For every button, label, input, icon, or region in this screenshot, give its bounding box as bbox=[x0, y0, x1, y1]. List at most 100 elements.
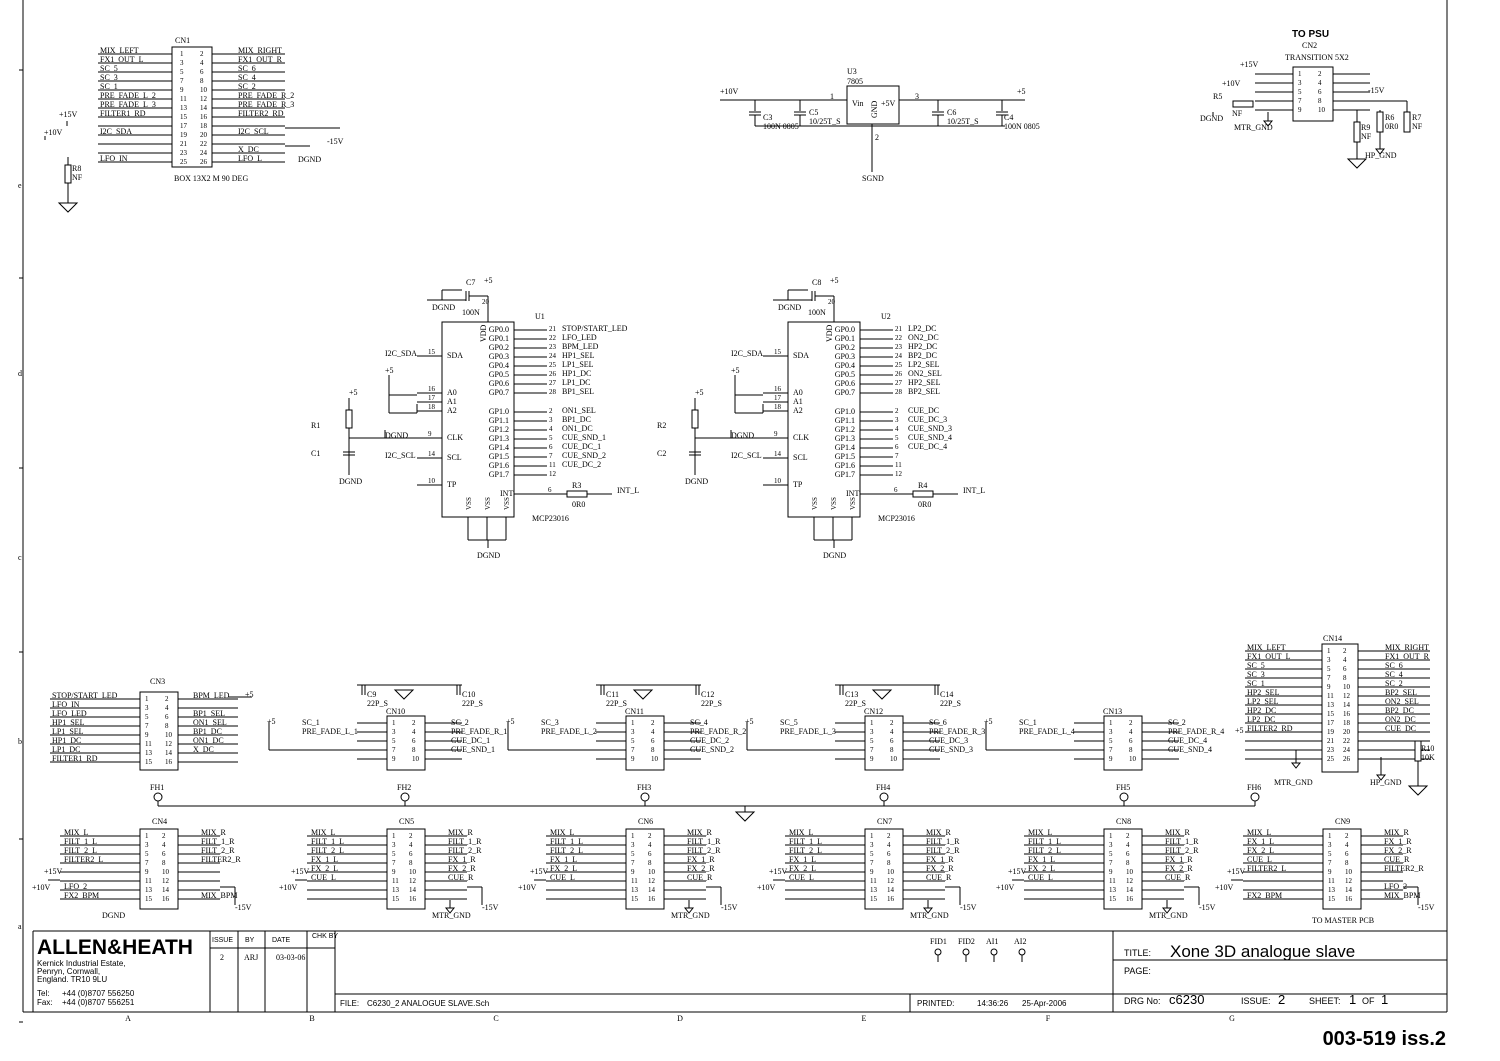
pin-number: 15 bbox=[631, 895, 639, 903]
pin-number: 3 bbox=[1328, 841, 1332, 849]
pin-number: 16 bbox=[428, 385, 436, 393]
net-label: FX_1_R bbox=[448, 855, 476, 864]
label: +15V bbox=[291, 867, 310, 876]
border-mark-row: d bbox=[18, 369, 22, 378]
label: C13 bbox=[845, 690, 858, 699]
net-label: HP2_DC bbox=[908, 342, 937, 351]
pin-number: 9 bbox=[428, 430, 432, 438]
pin-number: 9 bbox=[1328, 868, 1332, 876]
pin-number: 11 bbox=[631, 877, 638, 885]
net-label: FX2_BPM bbox=[1247, 891, 1282, 900]
label: 100N bbox=[808, 308, 826, 317]
net-label: PRE_FADE_R_3 bbox=[929, 727, 985, 736]
pin-number: 3 bbox=[392, 728, 396, 736]
pin-number: 4 bbox=[165, 704, 169, 712]
pin-number: 3 bbox=[895, 416, 899, 424]
ground-icon bbox=[1374, 148, 1386, 155]
label: U3 bbox=[847, 67, 857, 76]
ic-pin-label: GP0.5 bbox=[489, 370, 509, 379]
net-label: FILT_2_L bbox=[311, 846, 344, 855]
net-label: MIX_R bbox=[926, 828, 952, 837]
fixing-hole-icon bbox=[1250, 792, 1260, 802]
net-label: LFO_LED bbox=[562, 333, 597, 342]
net-label: BP2_DC bbox=[1385, 706, 1414, 715]
pin-number: 14 bbox=[774, 450, 782, 458]
pin-number: 27 bbox=[549, 379, 557, 387]
pin-number: 9 bbox=[145, 731, 149, 739]
pin-number: 19 bbox=[1327, 728, 1335, 736]
net-label: FILT_1_R bbox=[1165, 837, 1199, 846]
ic-pin-label: GP1.1 bbox=[489, 416, 509, 425]
connector-value: BOX 13X2 M 90 DEG bbox=[174, 174, 248, 183]
ic-pin-label: GP1.3 bbox=[489, 434, 509, 443]
pin-number: 14 bbox=[200, 104, 208, 112]
net-label: FX_2_L bbox=[789, 864, 816, 873]
label: DGND bbox=[823, 551, 846, 560]
ic-pin-label: GP1.1 bbox=[835, 416, 855, 425]
net-label: LP2_DC bbox=[1247, 715, 1275, 724]
ground-icon bbox=[1161, 907, 1173, 914]
net-label: PRE_FADE_L_3 bbox=[100, 100, 156, 109]
label: PAGE: bbox=[1124, 966, 1151, 976]
pin-number: 16 bbox=[162, 895, 170, 903]
net-label: BPM_LED bbox=[562, 342, 599, 351]
pin-number: 23 bbox=[180, 149, 188, 157]
label: C7 bbox=[466, 278, 475, 287]
label: R5 bbox=[1213, 92, 1222, 101]
pin-number: 25 bbox=[549, 361, 557, 369]
net-label: FILT_1_R bbox=[687, 837, 721, 846]
ic-pin-label: GP0.7 bbox=[835, 388, 855, 397]
pin-number: 22 bbox=[1343, 737, 1351, 745]
net-label: LP2_SEL bbox=[908, 360, 940, 369]
net-label: MIX_L bbox=[64, 828, 89, 837]
label: 100N bbox=[462, 308, 480, 317]
net-label: FX1_OUT_L bbox=[100, 55, 144, 64]
label: c6230 bbox=[1169, 992, 1204, 1007]
pin-number: 7 bbox=[392, 859, 396, 867]
label: TO MASTER PCB bbox=[1312, 916, 1374, 925]
label: FILE: bbox=[340, 999, 359, 1008]
connector-body bbox=[139, 691, 179, 771]
net-label: CUE_DC_1 bbox=[562, 442, 601, 451]
pin-number: 7 bbox=[631, 746, 635, 754]
ic-pin-label: GP1.2 bbox=[835, 425, 855, 434]
pin-number: 4 bbox=[409, 841, 413, 849]
net-label: CUE_L bbox=[550, 873, 575, 882]
label: INT_L bbox=[963, 486, 985, 495]
label: MTR_GND bbox=[1274, 778, 1313, 787]
pin-number: 15 bbox=[392, 895, 400, 903]
ic-pin-label: GP1.5 bbox=[489, 452, 509, 461]
pin-number: 12 bbox=[409, 877, 417, 885]
net-label: PRE_FADE_L_1 bbox=[302, 727, 358, 736]
pin-number: 25 bbox=[180, 158, 188, 166]
pin-number: 14 bbox=[1126, 886, 1134, 894]
part-value: C2 bbox=[657, 449, 666, 458]
net-label: BPM_LED bbox=[193, 691, 230, 700]
pin-number: 1 bbox=[180, 50, 184, 58]
label: INT bbox=[846, 489, 859, 498]
label: I2C_SCL bbox=[731, 451, 762, 460]
net-label: FX_2_L bbox=[1028, 864, 1055, 873]
connector-cn13 bbox=[1103, 715, 1143, 771]
net-label: CUE_DC_4 bbox=[908, 442, 947, 451]
net-label: MIX_R bbox=[1165, 828, 1191, 837]
label: DGND bbox=[339, 477, 362, 486]
net-label: LP1_DC bbox=[562, 378, 590, 387]
label: GND bbox=[870, 100, 879, 118]
pin-number: 13 bbox=[392, 886, 400, 894]
pin-number: 4 bbox=[651, 728, 655, 736]
net-label: FILTER2_RD bbox=[238, 109, 284, 118]
pin-number: 7 bbox=[145, 722, 149, 730]
pin-number: 11 bbox=[180, 95, 187, 103]
ic-u1 bbox=[441, 321, 515, 518]
pin-number: 18 bbox=[774, 403, 782, 411]
resistor-symbol bbox=[345, 409, 353, 429]
ic-pin-label: GP0.4 bbox=[489, 361, 509, 370]
net-label: CUE_SND_2 bbox=[562, 451, 606, 460]
net-label: HP2_SEL bbox=[1247, 688, 1280, 697]
label: +5 bbox=[349, 388, 358, 397]
net-label: HP1_SEL bbox=[52, 718, 85, 727]
pin-number: 21 bbox=[1327, 737, 1335, 745]
label: I2C_SCL bbox=[385, 451, 416, 460]
pin-number: 6 bbox=[1126, 850, 1130, 858]
